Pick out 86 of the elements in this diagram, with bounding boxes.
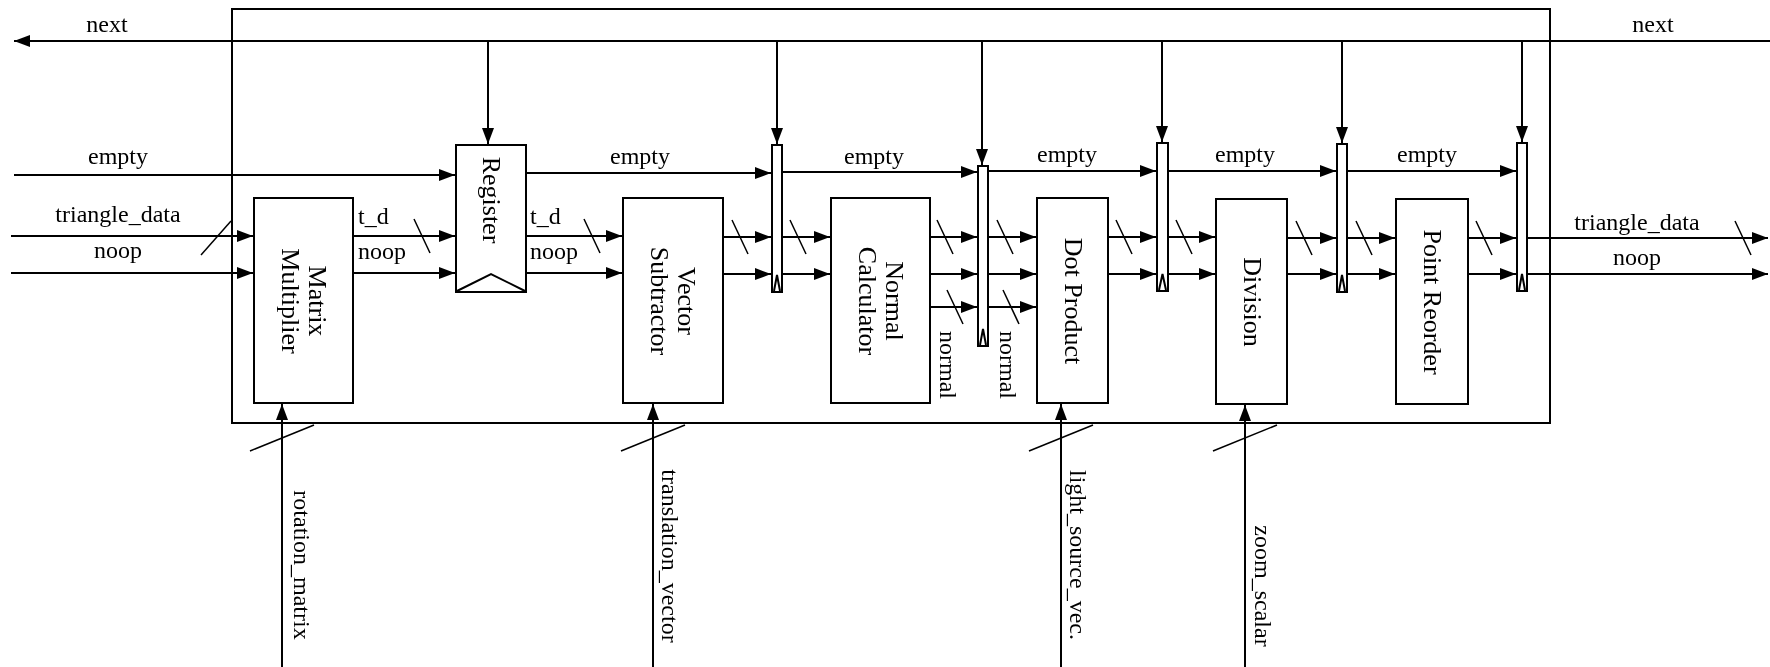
stage-label: Dot Product — [1058, 237, 1087, 364]
signal-arrow — [10, 267, 254, 279]
signal-label: next — [86, 12, 128, 36]
signal-label: empty — [1037, 142, 1097, 166]
signal-arrow — [1239, 404, 1251, 667]
signal-arrow — [988, 231, 1037, 243]
signal-arrow — [988, 301, 1037, 313]
signal-arrow — [526, 167, 772, 179]
stage-label: Normal Calculator — [853, 245, 908, 357]
signal-label: t_d — [530, 204, 561, 228]
pipeline-register-bar — [1156, 142, 1169, 292]
stage-box — [830, 197, 931, 404]
signal-arrow — [526, 267, 623, 279]
module-boundary-box — [231, 8, 1551, 424]
stage-label: Vector Subtractor — [645, 245, 701, 357]
signal-arrow — [1468, 268, 1517, 280]
signal-arrow — [1516, 40, 1528, 143]
signal-arrow — [988, 165, 1157, 177]
signal-arrow — [1468, 232, 1517, 244]
signal-arrow — [782, 231, 831, 243]
signal-label: translation_vector — [658, 469, 682, 643]
signal-arrow — [1168, 231, 1216, 243]
signal-label: next — [1632, 12, 1674, 36]
signal-label: rotation_matrix — [290, 490, 314, 640]
stage-label: Point Reorder — [1418, 228, 1446, 375]
signal-arrow — [1347, 268, 1396, 280]
signal-arrow — [526, 230, 623, 242]
signal-label: noop — [530, 239, 578, 263]
signal-label: triangle_data — [55, 202, 181, 226]
signal-label: zoom_scalar — [1251, 525, 1275, 647]
stage-box — [253, 197, 354, 404]
signal-arrow — [723, 268, 772, 280]
signal-arrow — [1347, 232, 1396, 244]
signal-arrow — [1527, 232, 1769, 244]
signal-label: t_d — [358, 204, 389, 228]
register-label: Register — [477, 156, 505, 244]
pipeline-register-bar — [977, 165, 989, 347]
signal-arrow — [782, 166, 978, 178]
stage-label: Division — [1237, 256, 1266, 347]
signal-label: normal — [996, 331, 1020, 399]
signal-arrow — [13, 169, 456, 181]
signal-arrow — [1336, 40, 1348, 144]
signal-label: empty — [88, 144, 148, 168]
pipeline-register-bar — [1516, 142, 1528, 292]
stage-box — [1215, 198, 1288, 405]
signal-arrow — [1287, 268, 1337, 280]
signal-label: normal — [936, 331, 960, 399]
signal-arrow — [1108, 231, 1157, 243]
signal-arrow — [353, 267, 456, 279]
signal-arrow — [647, 403, 659, 667]
signal-label: light_source_vec. — [1066, 470, 1090, 640]
signal-arrow — [976, 40, 988, 166]
signal-arrow — [1156, 40, 1168, 143]
signal-arrow — [353, 230, 456, 242]
pipeline-register-bar — [1336, 143, 1348, 293]
stage-box — [1395, 198, 1469, 405]
signal-label: empty — [610, 144, 670, 168]
signal-label: noop — [1613, 245, 1661, 269]
signal-arrow — [782, 268, 831, 280]
signal-label: triangle_data — [1574, 210, 1700, 234]
signal-label: empty — [1397, 142, 1457, 166]
signal-arrow — [723, 231, 772, 243]
stage-box — [622, 197, 724, 404]
stage-label: Matrix Multiplier — [276, 246, 331, 356]
signal-arrow — [1055, 403, 1067, 667]
signal-arrow — [1168, 268, 1216, 280]
stage-box — [1036, 197, 1109, 404]
signal-arrow — [276, 403, 288, 667]
signal-arrow — [1527, 268, 1769, 280]
signal-arrow — [930, 268, 978, 280]
signal-arrow — [988, 268, 1037, 280]
signal-arrow — [1287, 232, 1337, 244]
signal-arrow — [1108, 268, 1157, 280]
signal-arrow — [1347, 165, 1517, 177]
signal-label: empty — [1215, 142, 1275, 166]
signal-label: noop — [358, 239, 406, 263]
signal-arrow — [930, 301, 978, 313]
signal-label: empty — [844, 144, 904, 168]
signal-arrow — [930, 231, 978, 243]
register-box — [455, 144, 527, 293]
pipeline-register-bar — [771, 144, 783, 293]
signal-arrow — [771, 40, 783, 145]
signal-label: noop — [94, 238, 142, 262]
signal-arrow — [10, 230, 254, 242]
signal-arrow — [482, 40, 494, 145]
signal-arrow — [1168, 165, 1337, 177]
